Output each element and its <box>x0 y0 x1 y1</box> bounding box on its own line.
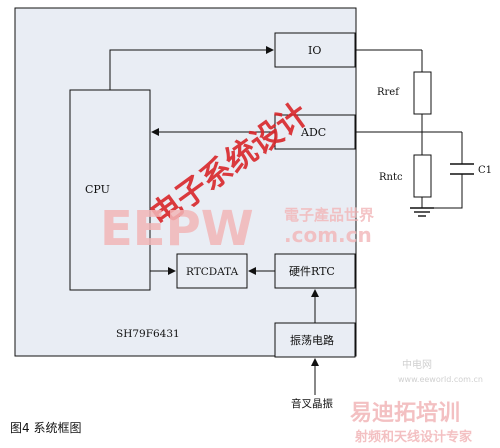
chip-label: SH79F6431 <box>116 328 180 340</box>
cpu-to-io-arrow <box>109 46 274 90</box>
cpu-block <box>69 89 151 291</box>
rref-label: Rref <box>377 87 400 98</box>
hw-rtc-label: 硬件RTC <box>289 265 335 278</box>
io-block <box>274 32 356 68</box>
rntc-label: Rntc <box>379 172 403 183</box>
eepw-cn-watermark: 電子產品世界 <box>284 206 374 224</box>
cpu-label: CPU <box>85 183 110 196</box>
c1-label: C1 <box>478 165 492 176</box>
rref-resistor <box>413 71 432 115</box>
eeworld-cn-watermark: 中电网 <box>402 358 432 371</box>
rtcdata-label: RTCDATA <box>186 266 239 278</box>
crystal-label: 音叉晶振 <box>291 397 333 410</box>
rtcdata-block <box>176 253 248 289</box>
figure-caption: 图4 系统框图 <box>10 421 81 435</box>
bottom-sub-watermark: 射频和天线设计专家 <box>354 429 473 445</box>
eepw-domain-watermark: .com.cn <box>284 223 372 247</box>
hw-rtc-block <box>274 253 356 289</box>
bottom-brand-watermark: 易迪拓培训 <box>350 400 460 426</box>
rntc-resistor <box>413 154 432 198</box>
oscillator-block <box>274 322 356 358</box>
c1-bottom-wire <box>422 174 463 209</box>
eepw-logo-watermark: EEPW <box>100 201 254 257</box>
oscillator-label: 振荡电路 <box>290 333 334 347</box>
adc-block <box>274 114 356 150</box>
io-label: IO <box>308 44 321 57</box>
eeworld-url-watermark: www.eeworld.com.cn <box>398 375 483 384</box>
adc-label: ADC <box>300 126 326 139</box>
